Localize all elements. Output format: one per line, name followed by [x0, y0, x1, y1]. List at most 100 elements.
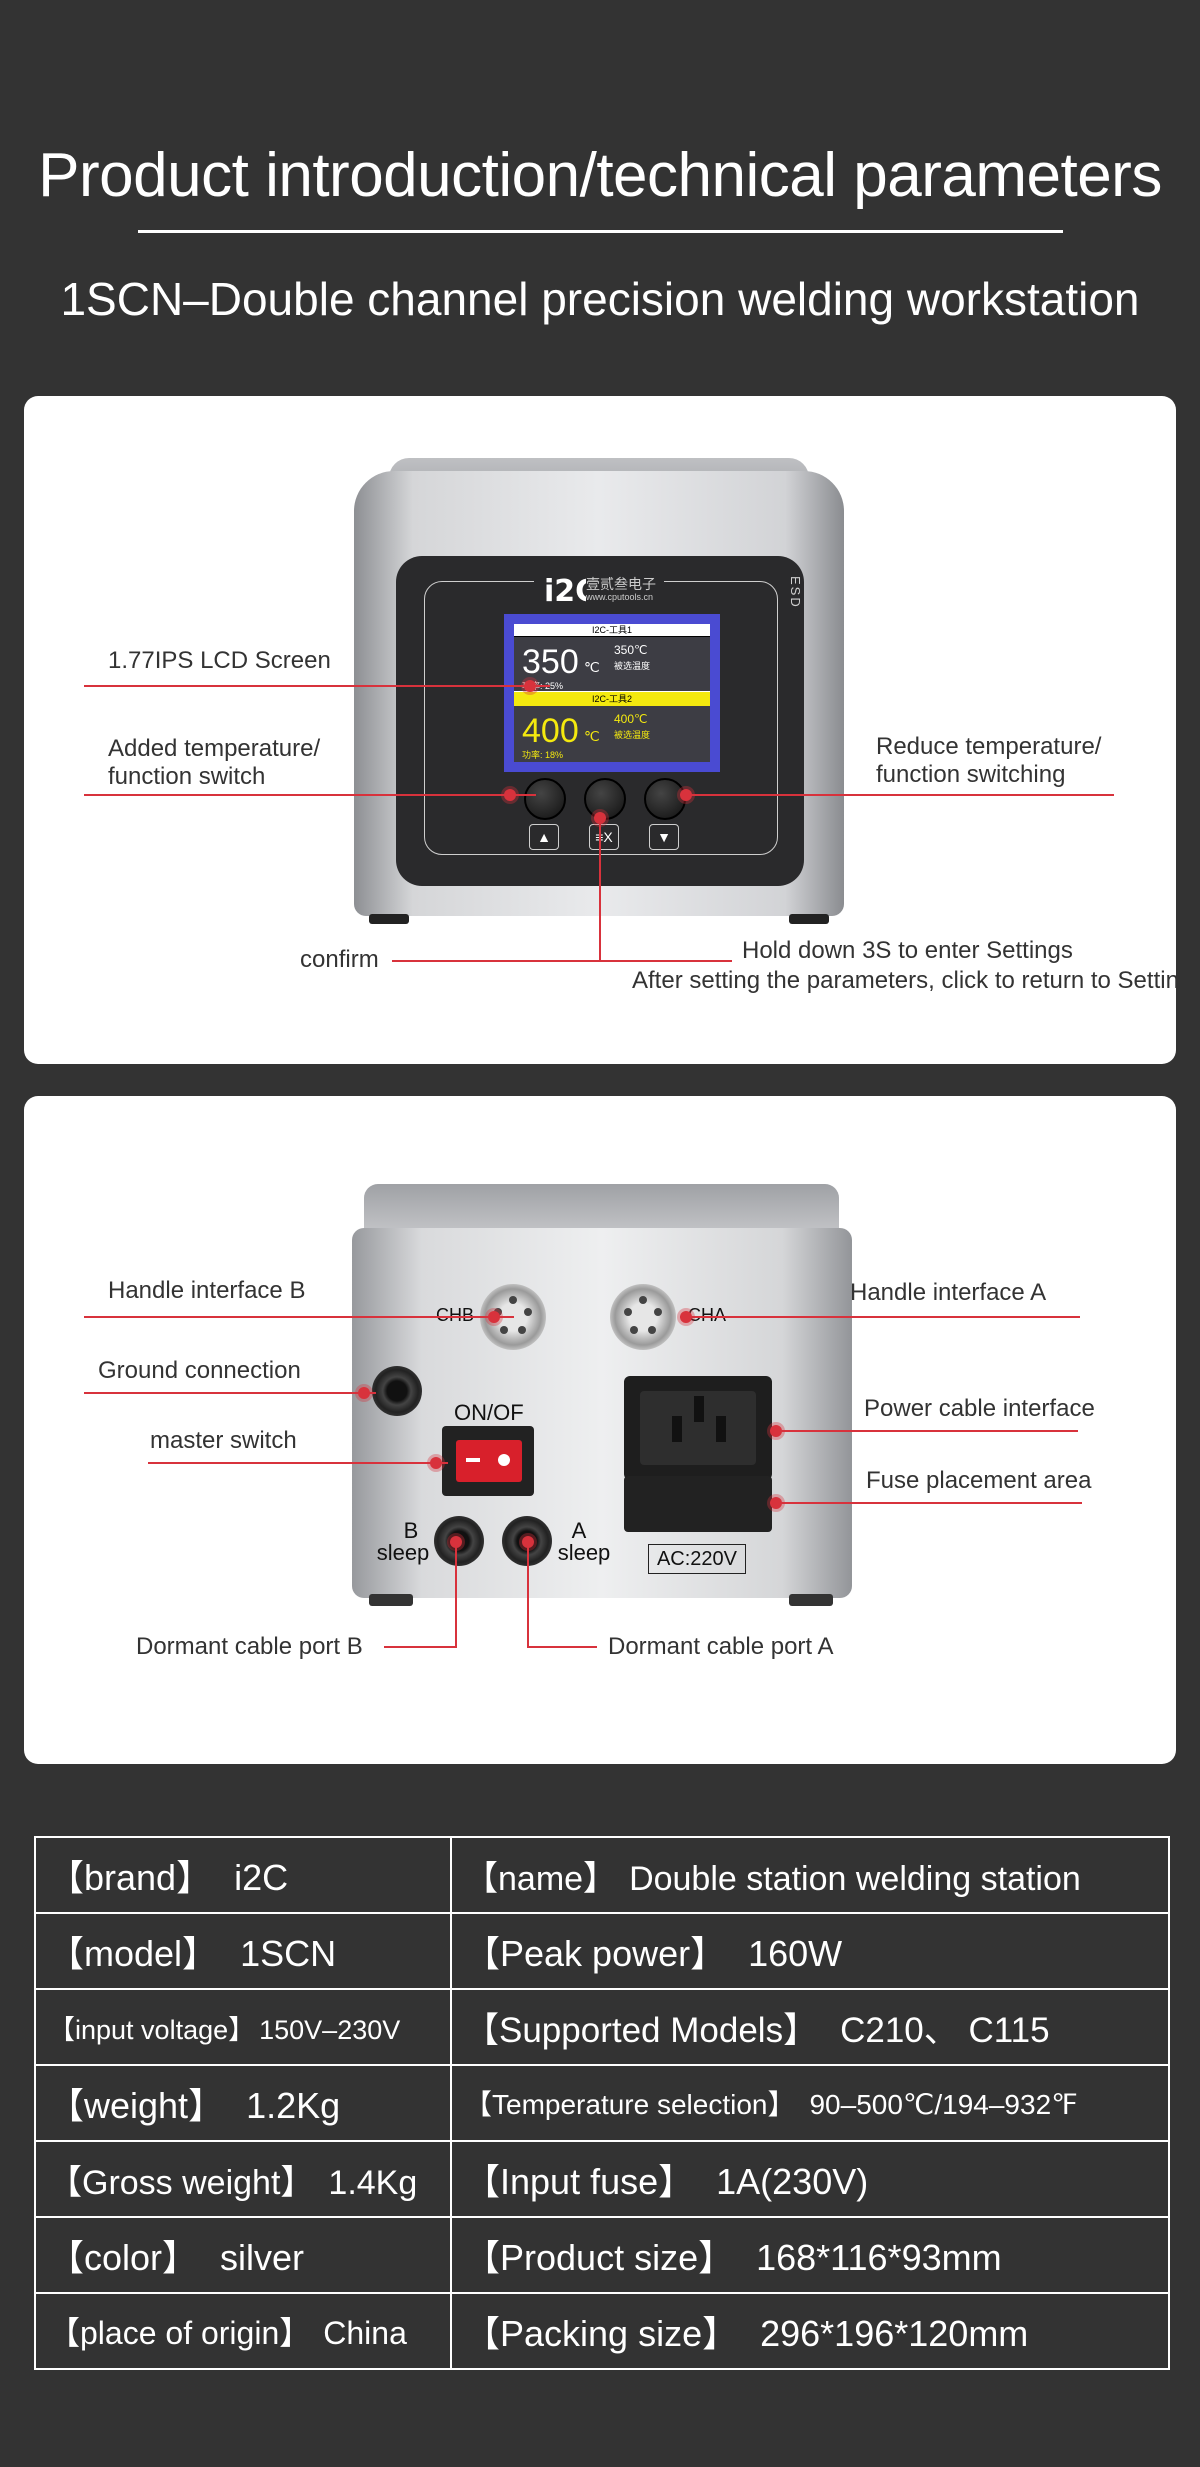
spec-key: 【input voltage】 [48, 2014, 256, 2045]
spec-key: 【Input fuse】 [464, 2161, 695, 2202]
callout-lcd-screen: 1.77IPS LCD Screen [108, 647, 331, 674]
handle-connector-a[interactable] [610, 1284, 676, 1350]
callout-dot [504, 789, 516, 801]
callout-confirm: confirm [300, 946, 379, 973]
device-foot [369, 1594, 413, 1606]
lcd-tool2-set-label: 被选温度 [614, 730, 651, 740]
spec-cell: 【Temperature selection】90–500℃/194–932℉ [450, 2064, 1170, 2142]
callout-reduce-temp-line2: function switching [876, 761, 1066, 788]
lcd-tool1-section: 350 ℃ 350℃ 被选温度 功率: 25% [514, 637, 710, 691]
callout-line [455, 1542, 457, 1648]
switch-off-mark [498, 1454, 510, 1466]
callout-ground: Ground connection [98, 1357, 301, 1384]
lcd-tool1-set: 350℃ [614, 643, 648, 657]
callout-hold-settings: Hold down 3S to enter Settings [742, 937, 1073, 964]
spec-value: 90–500℃/194–932℉ [809, 2089, 1078, 2120]
callout-reduce-temp-line1: Reduce temperature/ [876, 733, 1102, 760]
sleep-b-label-2: sleep [376, 1540, 430, 1565]
spec-cell: 【color】silver [34, 2216, 452, 2294]
spec-cell: 【model】 1SCN [34, 1912, 452, 1990]
fuse-box[interactable] [624, 1476, 772, 1532]
decrease-knob[interactable] [644, 778, 686, 820]
spec-value: 1A(230V) [716, 2161, 869, 2202]
callout-dot [770, 1497, 782, 1509]
callout-master-switch: master switch [150, 1427, 297, 1454]
callout-line [84, 794, 536, 796]
device-foot [789, 1594, 833, 1606]
ac-voltage-label: AC:220V [648, 1544, 746, 1574]
lcd-tool1-set-label: 被选温度 [614, 661, 651, 671]
spec-cell: 【name】 Double station welding station [450, 1836, 1170, 1914]
spec-value: silver [220, 2237, 305, 2278]
callout-dot [680, 1311, 692, 1323]
callout-line [680, 1316, 1080, 1318]
spec-key: 【weight】 [48, 2085, 225, 2126]
callout-line [688, 794, 1114, 796]
spec-cell: 【Gross weight】 1.4Kg [34, 2140, 452, 2218]
device-foot [789, 914, 829, 924]
power-prong [694, 1396, 704, 1422]
callout-line [148, 1462, 448, 1464]
lcd-tool2-unit: ℃ [584, 728, 600, 744]
spec-value: 160W [748, 1933, 843, 1974]
page-subtitle: 1SCN–Double channel precision welding wo… [60, 273, 1140, 325]
power-prong [672, 1416, 682, 1442]
callout-dormant-b: Dormant cable port B [136, 1633, 363, 1660]
spec-cell: 【Peak power】160W [450, 1912, 1170, 1990]
specs-table: 【brand】 i2C 【name】 Double station welding … [34, 1836, 1170, 2370]
page-title: Product introduction/technical parameter… [38, 141, 1162, 210]
ground-jack[interactable] [372, 1366, 422, 1416]
spec-key: 【Supported Models】 [464, 2010, 819, 2050]
table-row: 【model】 1SCN 【Peak power】160W [34, 1912, 1170, 1990]
callout-fuse: Fuse placement area [866, 1467, 1092, 1494]
callout-power-cable: Power cable interface [864, 1395, 1095, 1422]
table-row: 【input voltage】150V–230V 【Supported Mode… [34, 1988, 1170, 2066]
lcd-screen: I2C-工具1 350 ℃ 350℃ 被选温度 功率: 25% I2C-工具2 … [504, 614, 720, 772]
callout-line [599, 818, 601, 960]
spec-value: Double station welding station [629, 1859, 1081, 1898]
callout-line [527, 1646, 597, 1648]
callout-dot [358, 1387, 370, 1399]
spec-key: 【brand】 [48, 1857, 213, 1898]
table-row: 【brand】 i2C 【name】 Double station welding … [34, 1836, 1170, 1914]
callout-dormant-a: Dormant cable port A [608, 1633, 834, 1660]
spec-value: 1SCN [240, 1933, 337, 1974]
callout-add-temp-line2: function switch [108, 763, 266, 790]
increase-knob[interactable] [524, 778, 566, 820]
callout-add-temp-line1: Added temperature/ [108, 735, 321, 762]
callout-line [776, 1430, 1078, 1432]
callout-dot [680, 789, 692, 801]
spec-cell: 【weight】 1.2Kg [34, 2064, 452, 2142]
brand-url: www.cputools.cn [586, 592, 654, 602]
spec-cell: 【Input fuse】 1A(230V) [450, 2140, 1170, 2218]
spec-value: 296*196*120mm [760, 2313, 1029, 2354]
spec-value: 1.4Kg [328, 2163, 418, 2202]
spec-key: 【model】 [48, 1933, 219, 1974]
callout-line [384, 1646, 457, 1648]
callout-line [84, 1392, 376, 1394]
chb-label: CHB [436, 1305, 475, 1325]
callout-handle-b: Handle interface B [108, 1277, 306, 1304]
callout-dot [524, 680, 536, 692]
spec-key: 【place of origin】 [48, 2315, 312, 2351]
spec-cell: 【Product size】168*116*93mm [450, 2216, 1170, 2294]
sleep-b-label-1: B [403, 1518, 419, 1543]
cha-label: CHA [688, 1305, 727, 1325]
spec-value: i2C [234, 1857, 289, 1898]
lcd-tool2-power: 功率: 18% [522, 750, 564, 760]
lcd-tool2-label: I2C-工具2 [514, 692, 710, 706]
device-foot [369, 914, 409, 924]
spec-value: 1.2Kg [246, 2085, 341, 2126]
spec-key: 【Product size】 [464, 2237, 735, 2278]
callout-dot [770, 1425, 782, 1437]
back-view-panel: CHB CHA ON/OF B sleep A sleep AC:220V Ha… [24, 1096, 1176, 1764]
callout-dot [488, 1311, 500, 1323]
spec-value: 150V–230V [259, 2014, 401, 2045]
lcd-tool2-temp: 400 [522, 712, 579, 750]
front-view-panel: i2C 壹贰叁电子 www.cputools.cn ESD I2C-工具1 35… [24, 396, 1176, 1064]
lcd-tool2-set: 400℃ [614, 712, 648, 726]
spec-key: 【name】 [464, 1859, 618, 1898]
spec-key: 【Gross weight】 [48, 2163, 315, 2202]
callout-line [776, 1502, 1082, 1504]
sleep-a-label-2: sleep [557, 1540, 611, 1565]
